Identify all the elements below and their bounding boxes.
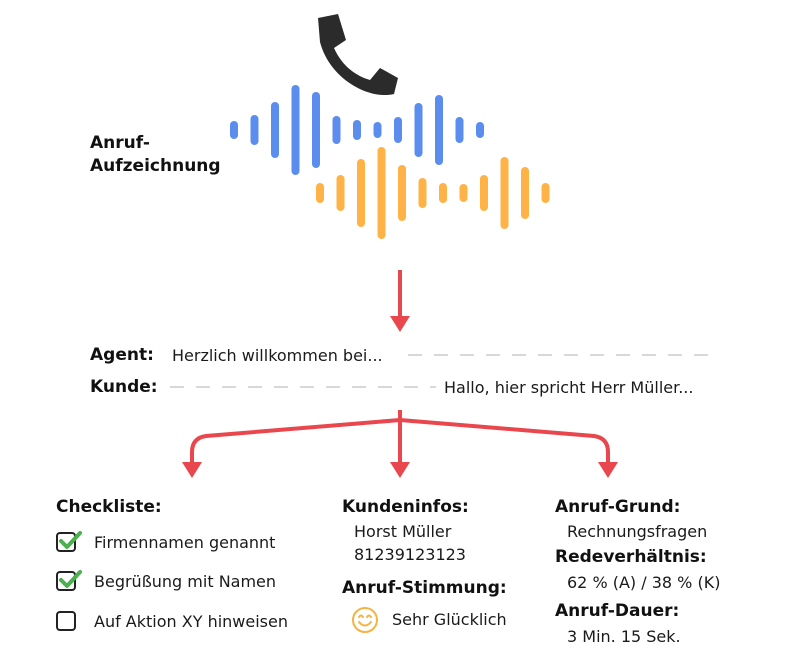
- recording-label-line2: Aufzeichnung: [90, 156, 221, 176]
- arrow-head-center: [390, 462, 410, 478]
- arrow-to-transcript: [390, 270, 410, 332]
- arrow-head-right: [598, 462, 618, 478]
- checklist-item-label: Begrüßung mit Namen: [94, 571, 277, 591]
- phone-icon: [318, 14, 398, 96]
- reason-title: Anruf-Grund:: [555, 497, 681, 517]
- customer-waveform: [316, 147, 550, 239]
- mood-title: Anruf-Stimmung:: [342, 578, 507, 598]
- checklist-item: Auf Aktion XY hinweisen: [56, 609, 288, 633]
- customer-label: Kunde:: [90, 377, 158, 397]
- checklist-item-label: Auf Aktion XY hinweisen: [94, 611, 288, 631]
- agent-waveform: [230, 85, 484, 175]
- ratio-value: 62 % (A) / 38 % (K): [567, 573, 721, 592]
- customer-info-title: Kundeninfos:: [342, 497, 469, 517]
- reason-value: Rechnungsfragen: [567, 522, 708, 541]
- checkmark-icon: [59, 531, 82, 549]
- checkbox-checked: [56, 570, 82, 591]
- checklist-item: Firmennamen genannt: [56, 530, 275, 554]
- customer-text: Hallo, hier spricht Herr Müller...: [444, 378, 694, 397]
- smiley-icon: [352, 607, 378, 633]
- mood-value: Sehr Glücklich: [392, 610, 507, 629]
- customer-number: 81239123123: [354, 545, 466, 564]
- arrow-head-left: [182, 462, 202, 478]
- customer-name: Horst Müller: [354, 522, 452, 541]
- ratio-title: Redeverhältnis:: [555, 547, 707, 567]
- checkmark-icon: [59, 570, 82, 588]
- branch-arrows: [190, 410, 610, 464]
- checklist-title: Checkliste:: [56, 497, 162, 517]
- checkbox-unchecked: [56, 611, 76, 631]
- duration-value: 3 Min. 15 Sek.: [567, 627, 681, 646]
- duration-title: Anruf-Dauer:: [555, 601, 680, 621]
- agent-label: Agent:: [90, 345, 154, 365]
- checklist-item-label: Firmennamen genannt: [94, 532, 276, 552]
- checkbox-checked: [56, 531, 82, 552]
- recording-label-line1: Anruf-: [90, 133, 150, 153]
- checklist-item: Begrüßung mit Namen: [56, 569, 276, 593]
- agent-text: Herzlich willkommen bei...: [172, 346, 383, 365]
